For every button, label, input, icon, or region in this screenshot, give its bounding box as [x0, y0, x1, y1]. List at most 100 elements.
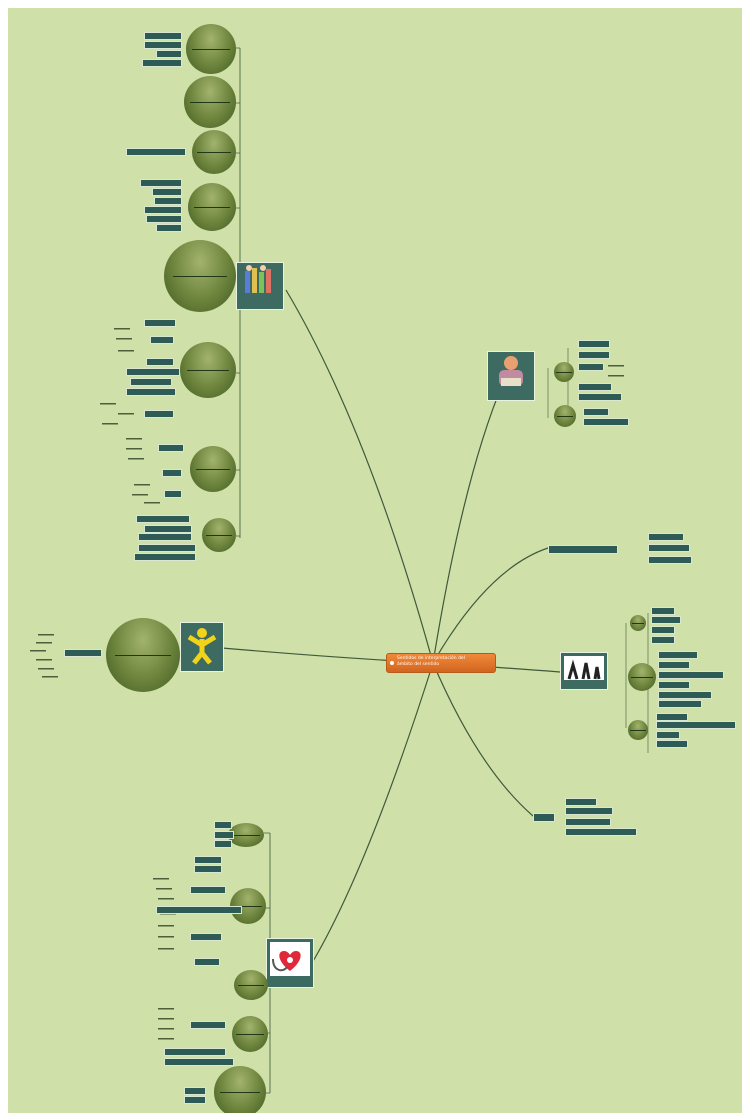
node-bottom-left[interactable] — [266, 938, 314, 988]
leaf-text-mark — [42, 676, 58, 678]
subtopic-tag[interactable] — [578, 393, 622, 401]
central-topic[interactable]: Sentidos de interpretación del ámbito de… — [386, 653, 496, 673]
subtopic-right-low[interactable] — [533, 813, 555, 822]
subtopic-tag[interactable] — [190, 933, 222, 941]
subtopic-tag[interactable] — [140, 179, 182, 187]
subtopic-tag[interactable] — [142, 59, 182, 67]
subtopic-tag[interactable] — [150, 336, 174, 344]
subtopic-circle[interactable] — [628, 720, 648, 740]
subtopic-tag[interactable] — [158, 444, 184, 452]
subtopic-circle[interactable] — [202, 518, 236, 552]
subtopic-circle[interactable] — [192, 130, 236, 174]
subtopic-tag[interactable] — [578, 340, 610, 348]
subtopic-tag[interactable] — [194, 865, 222, 873]
subtopic-tag[interactable] — [144, 206, 182, 214]
subtopic-circle[interactable] — [214, 1066, 266, 1113]
subtopic-circle[interactable] — [630, 615, 646, 631]
subtopic-tag[interactable] — [146, 215, 182, 223]
subtopic-tag[interactable] — [658, 651, 698, 659]
subtopic-tag[interactable] — [658, 661, 690, 669]
subtopic-tag[interactable] — [658, 671, 724, 679]
subtopic-tag[interactable] — [64, 649, 102, 657]
subtopic-circle[interactable] — [106, 618, 180, 692]
subtopic-tag[interactable] — [164, 1058, 234, 1066]
subtopic-tag[interactable] — [583, 408, 609, 416]
subtopic-tag[interactable] — [144, 32, 182, 40]
subtopic-tag[interactable] — [154, 197, 182, 205]
subtopic-circle[interactable] — [184, 76, 236, 128]
subtopic-circle[interactable] — [164, 240, 236, 312]
subtopic-tag[interactable] — [565, 818, 611, 826]
leaf-text-mark — [118, 350, 134, 352]
subtopic-tag[interactable] — [648, 533, 684, 541]
subtopic-circle[interactable] — [188, 183, 236, 231]
subtopic-tag[interactable] — [658, 691, 712, 699]
subtopic-circle[interactable] — [232, 1016, 268, 1052]
subtopic-tag[interactable] — [146, 358, 174, 366]
subtopic-tag[interactable] — [126, 148, 186, 156]
subtopic-tag[interactable] — [651, 636, 675, 644]
subtopic-tag[interactable] — [578, 383, 612, 391]
subtopic-tag[interactable] — [156, 224, 182, 232]
subtopic-circle[interactable] — [180, 342, 236, 398]
subtopic-tag[interactable] — [578, 351, 610, 359]
subtopic-circle[interactable] — [628, 663, 656, 691]
subtopic-tag[interactable] — [565, 807, 613, 815]
subtopic-tag[interactable] — [156, 50, 182, 58]
subtopic-circle[interactable] — [554, 362, 574, 382]
subtopic-tag[interactable] — [184, 1096, 206, 1104]
subtopic-tag[interactable] — [162, 469, 182, 477]
node-top-right[interactable] — [487, 351, 535, 401]
subtopic-tag[interactable] — [126, 388, 176, 396]
subtopic-tag[interactable] — [656, 721, 736, 729]
node-middle-left[interactable] — [180, 622, 224, 672]
subtopic-tag[interactable] — [656, 731, 680, 739]
subtopic-tag[interactable] — [144, 410, 174, 418]
subtopic-tag[interactable] — [190, 1021, 226, 1029]
subtopic-tag[interactable] — [164, 490, 182, 498]
subtopic-tag[interactable] — [194, 958, 220, 966]
node-top-left[interactable] — [236, 262, 284, 310]
subtopic-tag[interactable] — [651, 607, 675, 615]
subtopic-circle[interactable] — [554, 405, 576, 427]
subtopic-circle[interactable] — [228, 823, 264, 847]
subtopic-tag[interactable] — [134, 553, 196, 561]
subtopic-right-mid[interactable] — [548, 545, 618, 554]
subtopic-tag[interactable] — [144, 319, 176, 327]
subtopic-tag[interactable] — [144, 525, 192, 533]
subtopic-tag[interactable] — [190, 886, 226, 894]
subtopic-tag[interactable] — [648, 544, 690, 552]
subtopic-tag[interactable] — [578, 363, 604, 371]
subtopic-tag[interactable] — [138, 533, 192, 541]
subtopic-tag[interactable] — [656, 713, 688, 721]
subtopic-tag[interactable] — [656, 740, 688, 748]
subtopic-tag[interactable] — [130, 378, 172, 386]
subtopic-tag[interactable] — [214, 840, 232, 848]
leaf-text-mark — [153, 878, 169, 880]
subtopic-tag[interactable] — [194, 856, 222, 864]
leaf-text-mark — [36, 642, 52, 644]
leaf-text-mark — [158, 1038, 174, 1040]
node-right[interactable] — [560, 652, 608, 690]
subtopic-tag[interactable] — [138, 544, 196, 552]
subtopic-tag[interactable] — [164, 1048, 226, 1056]
subtopic-circle[interactable] — [234, 970, 268, 1000]
subtopic-tag[interactable] — [152, 188, 182, 196]
subtopic-tag[interactable] — [144, 41, 182, 49]
subtopic-circle[interactable] — [190, 446, 236, 492]
subtopic-tag[interactable] — [658, 700, 702, 708]
subtopic-tag[interactable] — [156, 906, 242, 914]
subtopic-tag[interactable] — [651, 626, 675, 634]
subtopic-tag[interactable] — [658, 681, 690, 689]
subtopic-circle[interactable] — [186, 24, 236, 74]
subtopic-tag[interactable] — [184, 1087, 206, 1095]
subtopic-tag[interactable] — [651, 616, 681, 624]
subtopic-tag[interactable] — [583, 418, 629, 426]
subtopic-tag[interactable] — [214, 821, 232, 829]
subtopic-tag[interactable] — [565, 798, 597, 806]
subtopic-tag[interactable] — [214, 831, 234, 839]
subtopic-tag[interactable] — [648, 556, 692, 564]
subtopic-tag[interactable] — [136, 515, 190, 523]
subtopic-tag[interactable] — [565, 828, 637, 836]
subtopic-tag[interactable] — [126, 368, 180, 376]
